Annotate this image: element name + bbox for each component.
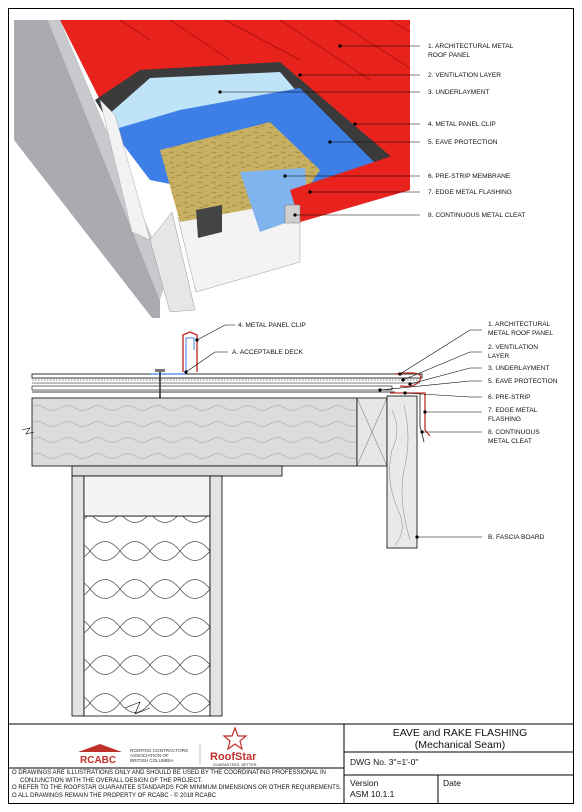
svg-text:GUARANTEED. BETTER.: GUARANTEED. BETTER.: [213, 763, 258, 767]
label-panel-1: 1. ARCHITECTURAL: [488, 321, 551, 328]
label-clip: 4. METAL PANEL CLIP: [238, 322, 306, 329]
label-under: 3. UNDERLAYMENT: [488, 365, 549, 372]
label-deck: A. ACCEPTABLE DECK: [232, 349, 304, 356]
fascia-face: [149, 211, 196, 313]
label-cleat-2: METAL CLEAT: [488, 438, 532, 445]
date-label: Date: [443, 778, 461, 788]
svg-text:RoofStar: RoofStar: [210, 751, 257, 763]
deck-section: [31, 385, 393, 391]
top-leaders: [218, 44, 420, 217]
version-value: ASM 10.1.1: [350, 789, 395, 799]
callout-8: 8. CONTINUOUS METAL CLEAT: [428, 212, 525, 219]
label-vent-2: LAYER: [488, 353, 509, 360]
version-label: Version: [350, 778, 379, 788]
cleat-section: [419, 394, 425, 443]
callout-6: 6. PRE-STRIP MEMBRANE: [428, 173, 511, 180]
drawing-subtitle: (Mechanical Seam): [414, 739, 506, 751]
section-callout-labels: 4. METAL PANEL CLIP A. ACCEPTABLE DECK 1…: [232, 321, 558, 541]
label-edge-1: 7. EDGE METAL: [488, 407, 538, 414]
soffit-trim: [99, 99, 151, 241]
note-2: O REFER TO THE ROOFSTAR GUARANTEE STANDA…: [12, 785, 342, 791]
callout-7: 7. EDGE METAL FLASHING: [428, 189, 512, 196]
roofstar-logo: RoofStar GUARANTEED. BETTER.: [210, 726, 258, 767]
fascia-board: [386, 395, 418, 549]
metal-cleat: [284, 204, 301, 224]
roof-panel-section: [31, 373, 423, 379]
label-fascia: B. FASCIA BOARD: [488, 534, 545, 541]
drawing-scale: 3"=1'-0": [388, 757, 419, 767]
callout-2: 2. VENTILATION LAYER: [428, 72, 501, 79]
svg-text:BRITISH COLUMBIA: BRITISH COLUMBIA: [130, 758, 174, 763]
label-panel-2: METAL ROOF PANEL: [488, 330, 553, 337]
label-cleat-1: 8. CONTINUOUS: [488, 429, 540, 436]
isometric-view: [14, 19, 411, 318]
rcabc-logo: RCABC ROOFING CONTRACTORS ASSOCIATION OF…: [78, 744, 201, 766]
section-leaders: [184, 324, 482, 539]
panel-clip: [185, 337, 195, 372]
note-1b: CONJUNCTION WITH THE OVERALL DESIGN OF T…: [20, 777, 203, 784]
note-1: O DRAWINGS ARE ILLUSTRATIONS ONLY AND SH…: [12, 770, 326, 776]
section-view: [21, 331, 431, 717]
callout-1b: ROOF PANEL: [428, 52, 470, 59]
callout-4: 4. METAL PANEL CLIP: [428, 121, 496, 128]
top-callout-labels: 1. ARCHITECTURAL METAL ROOF PANEL 2. VEN…: [428, 43, 525, 219]
drawing-sheet: [8, 8, 574, 804]
wood-blocking: [196, 205, 222, 238]
svg-text:ROOFING CONTRACTORS: ROOFING CONTRACTORS: [130, 748, 188, 753]
label-eave: 5. EAVE PROTECTION: [488, 378, 558, 385]
note-3: O ALL DRAWINGS REMAIN THE PROPERTY OF RC…: [12, 792, 217, 799]
notes: O DRAWINGS ARE ILLUSTRATIONS ONLY AND SH…: [12, 770, 342, 800]
panel-seam: [182, 331, 198, 372]
wall-stud: [71, 475, 85, 717]
title-block-frame: [8, 723, 574, 804]
dwg-no-label: DWG No. 3"=1'-0": [350, 757, 419, 767]
svg-text:RCABC: RCABC: [80, 755, 116, 766]
top-plate: [71, 465, 283, 477]
label-prestrip: 6. PRE-STRIP: [488, 394, 531, 401]
label-edge-2: FLASHING: [488, 416, 521, 423]
svg-text:ASSOCIATION OF: ASSOCIATION OF: [130, 753, 169, 758]
edge-metal-flashing: [290, 150, 410, 222]
callout-1: 1. ARCHITECTURAL METAL: [428, 43, 514, 50]
label-vent-1: 2. VENTILATION: [488, 344, 538, 351]
wall-face: [14, 20, 160, 318]
drawing-title: EAVE and RAKE FLASHING: [392, 727, 528, 739]
callout-5: 5. EAVE PROTECTION: [428, 139, 498, 146]
callout-3: 3. UNDERLAYMENT: [428, 89, 489, 96]
